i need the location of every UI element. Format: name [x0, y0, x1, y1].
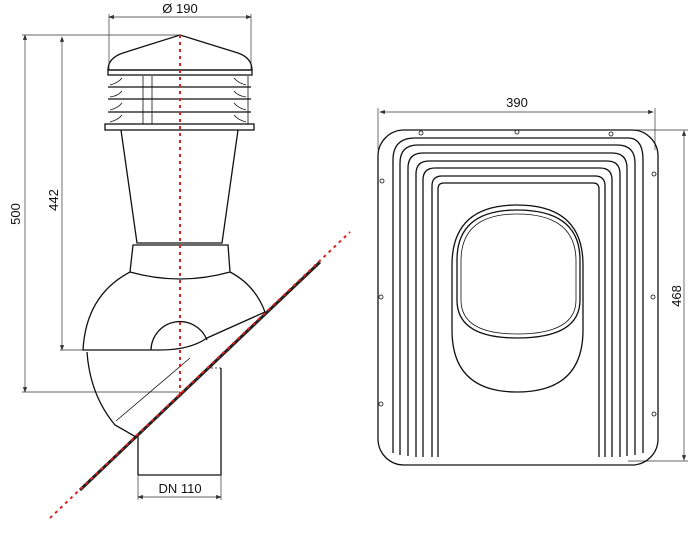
vent-cap — [104, 34, 255, 131]
width-label: 390 — [506, 95, 528, 110]
upper-height-dimension: 442 — [46, 36, 84, 351]
height-dimension: 468 — [628, 129, 688, 462]
pipe — [137, 367, 222, 476]
flashing-outline — [377, 129, 659, 466]
pipe-opening — [451, 204, 584, 393]
top-view-flashing: 390 468 — [377, 95, 688, 466]
pipe-dimension: DN 110 — [137, 475, 222, 500]
height-label: 468 — [669, 285, 684, 307]
width-dimension: 390 — [377, 95, 656, 150]
upper-height-label: 442 — [46, 189, 61, 211]
side-view: Ø 190 500 442 — [8, 1, 351, 519]
ball-joint — [82, 271, 266, 438]
diameter-dimension: Ø 190 — [108, 1, 252, 70]
roof-axis — [49, 231, 351, 519]
mounting-holes — [378, 129, 657, 417]
diameter-label: Ø 190 — [162, 1, 197, 16]
flashing-ribs — [392, 137, 644, 457]
pipe-label: DN 110 — [158, 481, 201, 496]
vent-body — [120, 129, 239, 280]
total-height-label: 500 — [8, 203, 23, 225]
total-height-dimension: 500 — [8, 34, 180, 393]
